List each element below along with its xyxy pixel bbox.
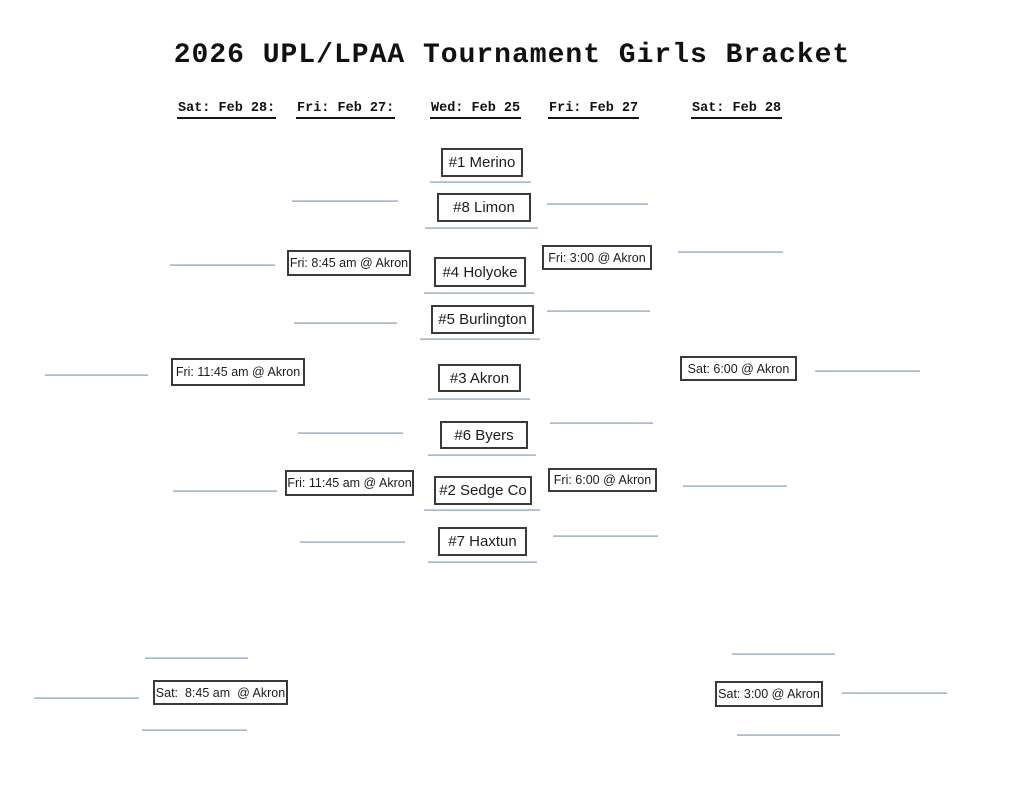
bracket-connector-line <box>737 734 840 736</box>
team-box: #1 Merino <box>441 148 523 177</box>
bracket-connector-line <box>145 657 248 659</box>
team-box: #6 Byers <box>440 421 528 449</box>
column-header-3: Wed: Feb 25 <box>430 101 522 119</box>
bracket-connector-line <box>45 374 148 376</box>
team-underline <box>428 398 530 400</box>
game-time-box: Sat: 8:45 am @ Akron <box>153 680 288 705</box>
bracket-connector-line <box>142 729 247 731</box>
team-underline <box>425 227 538 229</box>
team-box: #4 Holyoke <box>434 257 526 287</box>
game-time-box: Fri: 6:00 @ Akron <box>548 468 657 492</box>
team-box: #3 Akron <box>438 364 521 392</box>
team-underline <box>428 561 537 563</box>
bracket-connector-line <box>547 310 650 312</box>
team-box: #5 Burlington <box>431 305 534 334</box>
page-title: 2026 UPL/LPAA Tournament Girls Bracket <box>173 40 851 71</box>
team-box: #8 Limon <box>437 193 531 222</box>
column-header-4: Fri: Feb 27 <box>548 101 640 119</box>
bracket-connector-line <box>683 485 787 487</box>
bracket-connector-line <box>815 370 920 372</box>
game-time-box: Fri: 8:45 am @ Akron <box>287 250 411 276</box>
team-box: #7 Haxtun <box>438 527 527 556</box>
team-underline <box>424 292 534 294</box>
column-header-2: Fri: Feb 27: <box>296 101 396 119</box>
team-underline <box>420 338 540 340</box>
game-time-box: Fri: 3:00 @ Akron <box>542 245 652 270</box>
bracket-connector-line <box>300 541 405 543</box>
bracket-connector-line <box>292 200 398 202</box>
bracket-connector-line <box>173 490 277 492</box>
bracket-connector-line <box>550 422 653 424</box>
bracket-connector-line <box>298 432 403 434</box>
column-header-1: Sat: Feb 28: <box>177 101 277 119</box>
bracket-connector-line <box>547 203 648 205</box>
team-underline <box>428 454 536 456</box>
bracket-connector-line <box>732 653 835 655</box>
bracket-connector-line <box>553 535 658 537</box>
game-time-box: Fri: 11:45 am @ Akron <box>171 358 305 386</box>
game-time-box: Sat: 6:00 @ Akron <box>680 356 797 381</box>
bracket-connector-line <box>294 322 397 324</box>
column-header-5: Sat: Feb 28 <box>691 101 783 119</box>
game-time-box: Sat: 3:00 @ Akron <box>715 681 823 707</box>
bracket-connector-line <box>678 251 783 253</box>
bracket-connector-line <box>842 692 947 694</box>
team-box: #2 Sedge Co <box>434 476 532 505</box>
game-time-box: Fri: 11:45 am @ Akron <box>285 470 414 496</box>
bracket-connector-line <box>170 264 275 266</box>
team-underline <box>424 509 540 511</box>
team-underline <box>430 181 531 183</box>
bracket-connector-line <box>34 697 139 699</box>
